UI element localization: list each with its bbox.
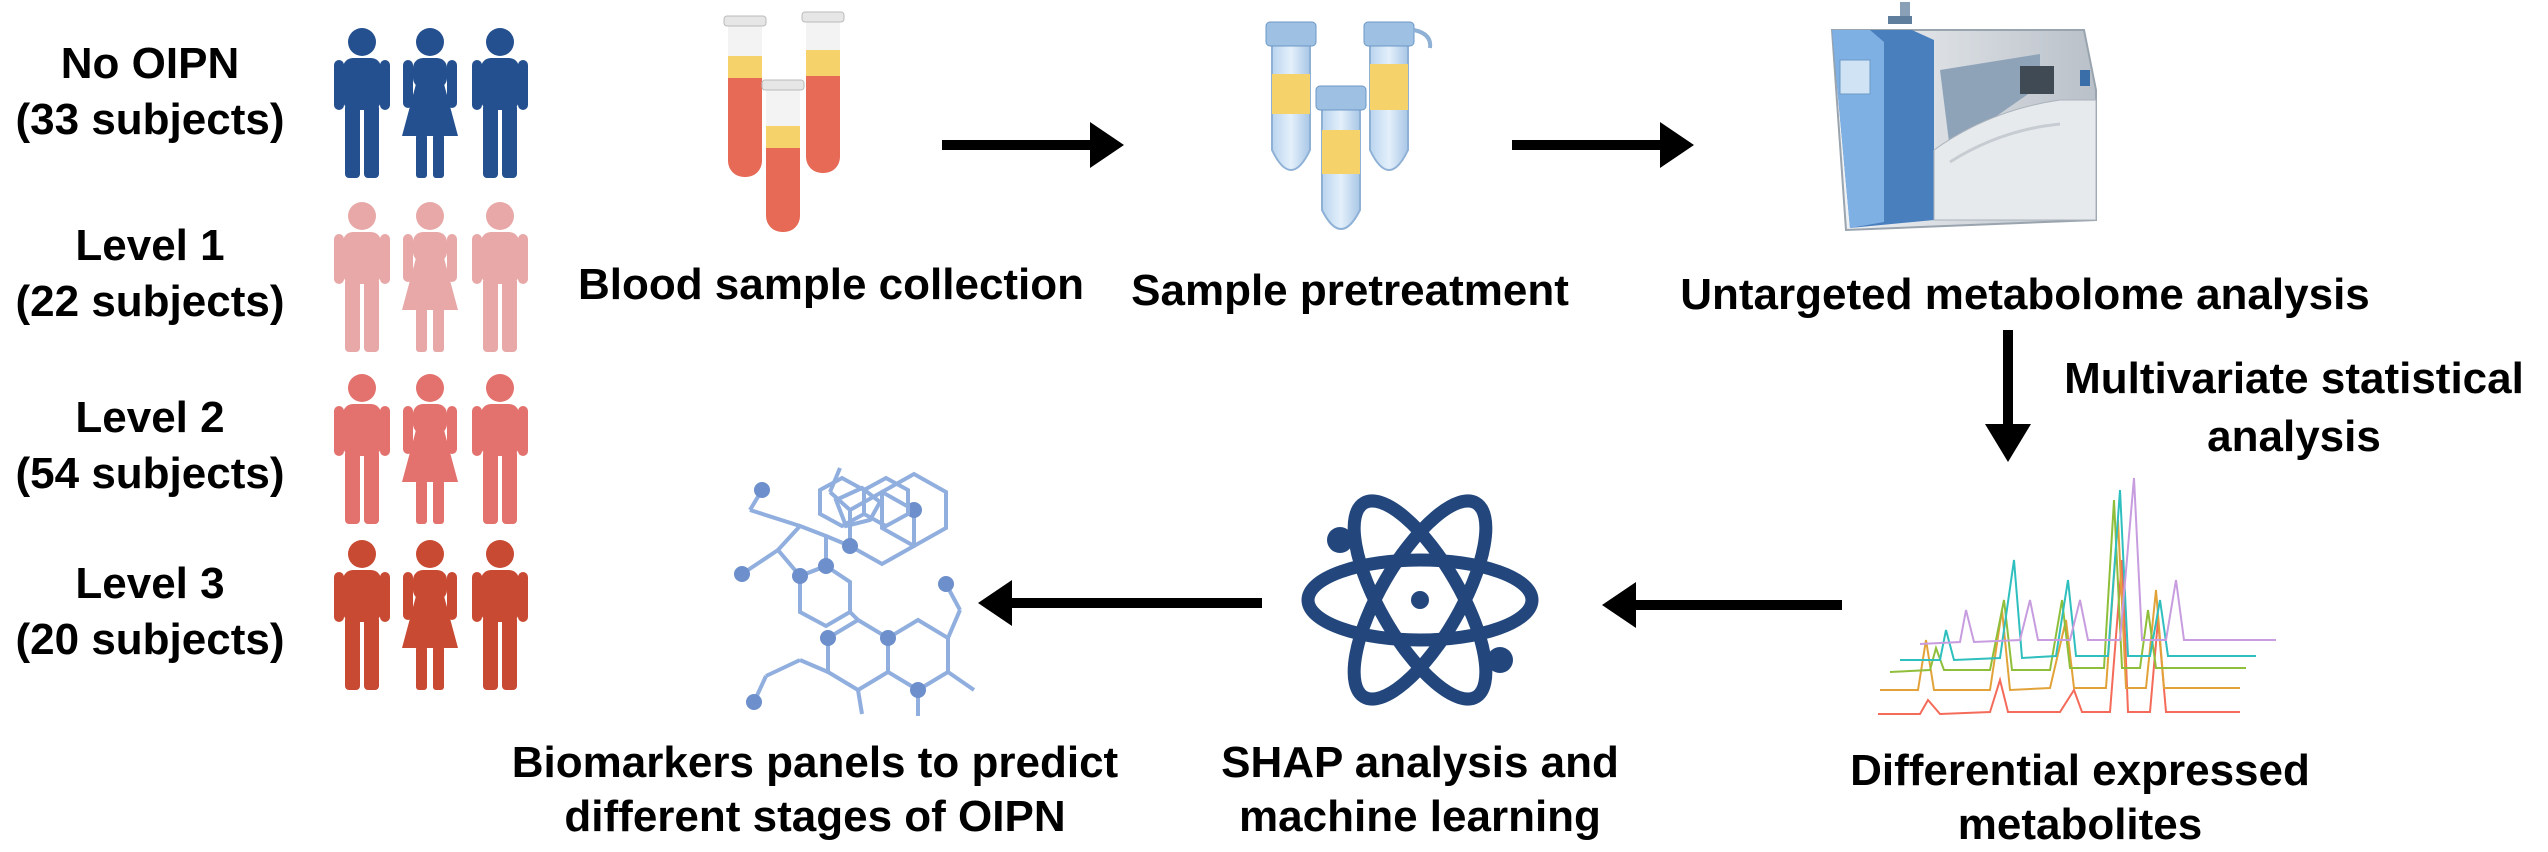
blood-tube-icon [723, 11, 845, 232]
group-level3-label: Level 3 (20 subjects) [0, 556, 300, 668]
arrow-icon [1512, 122, 1694, 168]
differential-line1: Differential expressed [1850, 746, 2310, 795]
group-name: Level 1 [75, 221, 225, 270]
multivariate-label: Multivariate statistical analysis [2040, 350, 2548, 466]
group-name: Level 2 [75, 393, 225, 442]
molecule-structure-icon [740, 467, 976, 716]
chromatogram-icon [1878, 477, 2276, 716]
shap-line1: SHAP analysis and [1221, 738, 1619, 787]
arrow-icon [1602, 582, 1842, 628]
arrow-icon [978, 580, 1262, 626]
group-count: (22 subjects) [15, 277, 285, 326]
group-count: (54 subjects) [15, 449, 285, 498]
multivariate-line1: Multivariate statistical [2064, 354, 2524, 403]
pretreatment-label: Sample pretreatment [1131, 266, 1569, 315]
blood-collection-label: Blood sample collection [577, 260, 1085, 309]
group-no-oipn-label: No OIPN (33 subjects) [0, 36, 300, 148]
arrow-icon [942, 122, 1124, 168]
shap-label: SHAP analysis and machine learning [1190, 736, 1650, 844]
group-name: No OIPN [60, 39, 240, 88]
arrow-icon [1985, 330, 2031, 462]
shap-line2: machine learning [1239, 792, 1601, 841]
biomarkers-line1: Biomarkers panels to predict [511, 738, 1119, 787]
differential-label: Differential expressed metabolites [1800, 744, 2360, 852]
biomarkers-label: Biomarkers panels to predict different s… [470, 736, 1160, 844]
people-group-level2 [334, 374, 528, 524]
group-level1-label: Level 1 (22 subjects) [0, 218, 300, 330]
differential-line2: metabolites [1957, 800, 2203, 849]
group-count: (33 subjects) [15, 95, 285, 144]
people-group-level3 [334, 540, 528, 690]
centrifuge-tube-icon [1265, 21, 1433, 230]
multivariate-line2: analysis [2207, 412, 2381, 461]
people-group-level1 [334, 202, 528, 352]
untargeted-label: Untargeted metabolome analysis [1680, 270, 2370, 319]
group-level2-label: Level 2 (54 subjects) [0, 390, 300, 502]
people-group-no-oipn [334, 28, 528, 178]
group-count: (20 subjects) [15, 615, 285, 664]
group-name: Level 3 [75, 559, 225, 608]
atom-icon [1301, 494, 1539, 706]
biomarkers-line2: different stages of OIPN [564, 792, 1066, 841]
naphthalene-icon [818, 475, 910, 529]
mass-spectrometer-icon [1830, 2, 2097, 232]
